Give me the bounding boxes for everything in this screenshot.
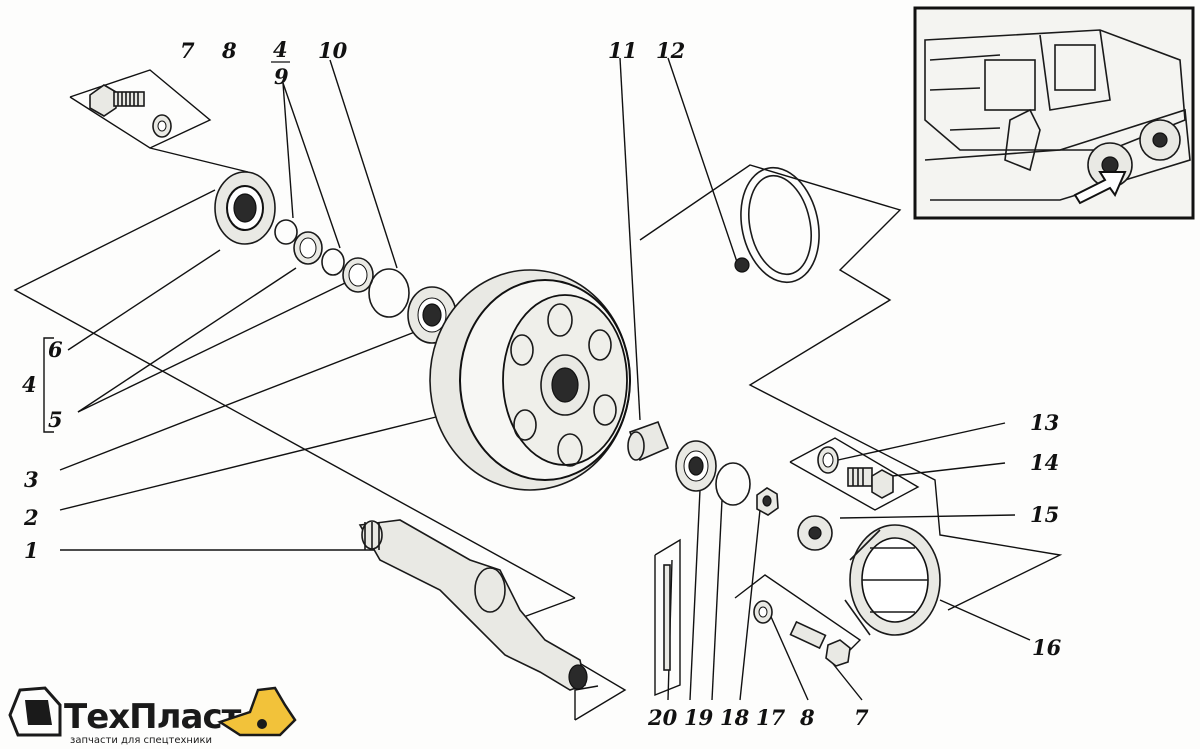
- callout-4-over-9-bottom: 9: [274, 64, 289, 89]
- part-cap-16: [844, 524, 941, 636]
- callout-2: 2: [23, 505, 39, 530]
- callout-7-top: 7: [180, 38, 195, 63]
- callout-16: 16: [1032, 635, 1062, 660]
- brand-logo: ТехПласт запчасти для спецтехники: [8, 686, 297, 746]
- brand-tagline: запчасти для спецтехники: [70, 735, 212, 746]
- part-bolt-7-top: [89, 84, 145, 117]
- leader-lines: [13, 57, 1063, 721]
- callout-4-group: 4: [22, 372, 37, 397]
- callout-19: 19: [684, 705, 714, 730]
- callout-8-bottom: 8: [799, 705, 815, 730]
- callout-12: 12: [656, 38, 685, 63]
- callout-18: 18: [720, 705, 750, 730]
- callout-10: 10: [318, 38, 348, 63]
- part-nut-17: [756, 487, 779, 516]
- callout-20: 20: [647, 705, 678, 730]
- part-plug-14: [847, 467, 894, 499]
- callout-5: 5: [48, 407, 63, 432]
- callout-1: 1: [24, 538, 39, 563]
- callout-17: 17: [756, 705, 786, 730]
- callout-14: 14: [1030, 450, 1059, 475]
- vehicle-inset: [913, 6, 1195, 220]
- part-bolt-7-bottom: [789, 620, 851, 667]
- callout-6: 6: [48, 337, 63, 362]
- part-washer-13: [817, 446, 839, 474]
- callout-3: 3: [24, 467, 39, 492]
- part-axle-1: [358, 519, 588, 691]
- brand-name: ТехПласт: [64, 697, 242, 737]
- callout-4-over-9-top: 4: [273, 37, 288, 62]
- part-washer-8-bottom: [753, 600, 773, 624]
- part-clip-12: [734, 166, 820, 284]
- callout-7-bottom: 7: [854, 705, 869, 730]
- part-bushing-11: [627, 420, 670, 462]
- part-washer-8-top: [152, 114, 172, 138]
- part-bearing-19: [675, 440, 717, 492]
- callout-15: 15: [1030, 502, 1059, 527]
- part-lock-15: [797, 515, 833, 551]
- callout-13: 13: [1030, 410, 1059, 435]
- part-seals-4-9-5: [274, 219, 410, 318]
- callout-11: 11: [608, 38, 637, 63]
- part-rod-20: [663, 564, 671, 671]
- part-wheel-2: [429, 269, 631, 491]
- part-cover-6: [214, 171, 276, 245]
- part-ring-18: [715, 462, 751, 506]
- callout-labels: 7 8 4 9 10 11 12 6 4 5 3 2 1 13 14 15 16…: [22, 37, 1062, 730]
- callout-8-top: 8: [221, 38, 237, 63]
